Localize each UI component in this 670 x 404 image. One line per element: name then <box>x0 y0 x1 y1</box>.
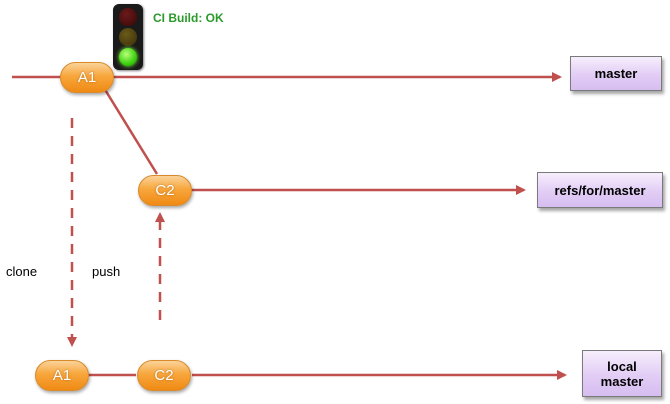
ref-refs-for-master: refs/for/master <box>537 172 663 208</box>
ref-local-master: local master <box>582 350 662 397</box>
ci-build-status: CI Build: OK <box>153 11 224 25</box>
ref-master: master <box>570 56 662 91</box>
traffic-light-icon <box>113 4 143 70</box>
amber-lamp-icon <box>119 28 137 46</box>
green-lamp-icon <box>119 48 137 66</box>
a1-to-c2-edge <box>102 87 159 175</box>
commit-a1-local: A1 <box>35 360 89 391</box>
commit-c2-local: C2 <box>137 360 191 391</box>
push-label: push <box>92 264 121 279</box>
red-lamp-icon <box>119 8 137 26</box>
commit-a1-remote: A1 <box>60 62 114 93</box>
clone-label: clone <box>6 264 38 279</box>
commit-c2-review: C2 <box>138 175 192 206</box>
